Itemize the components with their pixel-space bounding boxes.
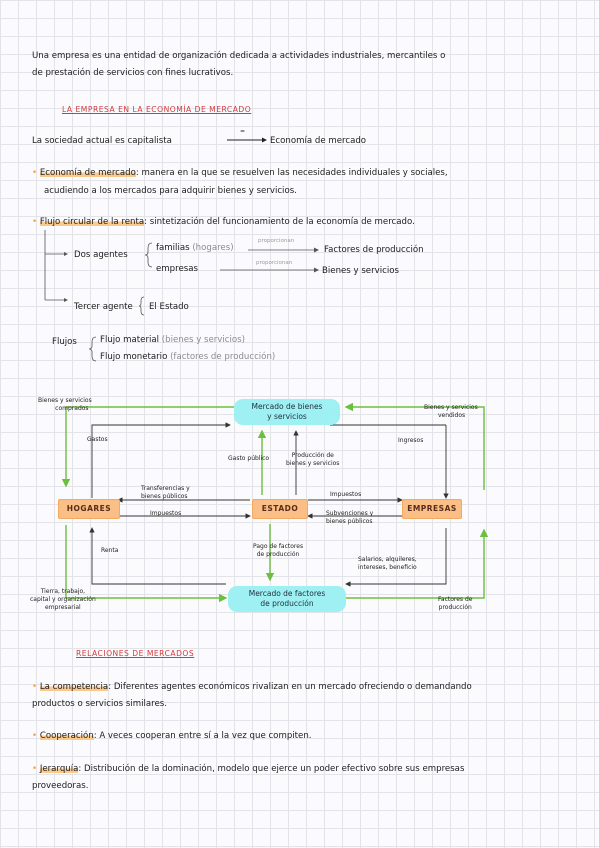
bullet-text: : sintetización del funcionamiento de la…: [144, 217, 415, 227]
bienes-vendidos-l2: vendidos: [438, 412, 466, 419]
proporcionan-label-2: proporcionan: [256, 260, 293, 266]
familias-text: familias: [156, 243, 190, 253]
tercer-agente-label: Tercer agente: [74, 302, 133, 312]
mercado-factores-line1: Mercado de factores: [248, 589, 326, 598]
tierra-l2: capital y organización: [30, 596, 96, 603]
impuestos-left-label: Impuestos: [150, 510, 182, 517]
mercado-factores-line2: de producción: [260, 599, 314, 608]
salarios-label: Salarios, alquileres, intereses, benefic…: [358, 556, 417, 572]
mercado-bienes-line2: y servicios: [267, 412, 307, 421]
bienes-comprados-label: Bienes y servicios comprados: [38, 397, 92, 413]
hogares-box: HOGARES: [58, 499, 120, 519]
empresas-label: empresas: [156, 264, 198, 274]
bullet-dot: •: [32, 731, 40, 741]
produccion-l1: Producción de: [291, 452, 334, 459]
tierra-label: Tierra, trabajo, capital y organización …: [30, 588, 96, 612]
pago-factores-label: Pago de factores de producción: [253, 543, 303, 559]
flujos-label: Flujos: [52, 337, 77, 347]
tierra-l1: Tierra, trabajo,: [40, 588, 86, 595]
bullet-text: : Diferentes agentes económicos rivaliza…: [108, 682, 472, 692]
produccion-l2: bienes y servicios: [286, 460, 340, 467]
transferencias-l1: Transferencias y: [141, 485, 190, 492]
bullet-competencia: • La competencia: Diferentes agentes eco…: [32, 680, 472, 694]
bienes-comprados-l1: Bienes y servicios: [38, 397, 92, 404]
subvenciones-l2: bienes públicos: [326, 518, 373, 525]
bullet-dot: •: [32, 217, 40, 227]
bullet-term: La competencia: [39, 682, 109, 692]
bullet-term: Flujo circular de la renta: [39, 217, 145, 227]
renta-label: Renta: [101, 547, 119, 554]
bullet-jerarquia: • Jerarquía: Distribución de la dominaci…: [32, 762, 464, 776]
bullet-term: Economía de mercado: [39, 168, 136, 178]
impuestos-right-label: Impuestos: [330, 491, 362, 498]
flujo-material-term: Flujo material: [100, 335, 160, 345]
subvenciones-label: Subvenciones y bienes públicos: [326, 510, 373, 526]
mercado-factores-box: Mercado de factores de producción: [228, 586, 346, 612]
el-estado-label: El Estado: [149, 302, 189, 312]
intro-line-1: Una empresa es una entidad de organizaci…: [32, 51, 446, 61]
bullet-dot: •: [32, 764, 40, 774]
gasto-publico-label: Gasto público: [228, 455, 270, 462]
flujo-material-detail: (bienes y servicios): [161, 335, 245, 345]
tierra-l3: empresarial: [45, 604, 81, 611]
salarios-l2: intereses, beneficio: [358, 564, 417, 571]
pago-factores-l2: de producción: [256, 551, 300, 558]
factores-prod-l2: producción: [438, 604, 472, 611]
intro-line-2: de prestación de servicios con fines luc…: [32, 68, 234, 78]
society-result: Economía de mercado: [270, 136, 367, 146]
empresas-box: EMPRESAS: [402, 499, 462, 519]
bullet-economia-mercado: • Economía de mercado: manera en la que …: [32, 166, 448, 180]
bienes-comprados-l2: comprados: [55, 405, 89, 412]
society-text: La sociedad actual es capitalista: [32, 136, 172, 146]
mercado-bienes-box: Mercado de bienes y servicios: [234, 399, 340, 425]
factores-prod-l1: Factores de: [438, 596, 473, 603]
transferencias-label: Transferencias y bienes públicos: [141, 485, 190, 501]
transferencias-l2: bienes públicos: [141, 493, 188, 500]
bienes-servicios-label: Bienes y servicios: [322, 266, 399, 276]
bullet-flujo-circular: • Flujo circular de la renta: sintetizac…: [32, 215, 415, 229]
bienes-vendidos-label: Bienes y servicios vendidos: [424, 404, 478, 420]
dos-agentes-label: Dos agentes: [74, 250, 128, 260]
estado-box: ESTADO: [252, 499, 308, 519]
gastos-label: Gastos: [87, 436, 108, 443]
bullet-dot: •: [32, 168, 40, 178]
ingresos-label: Ingresos: [398, 437, 424, 444]
salarios-l1: Salarios, alquileres,: [358, 556, 417, 563]
subvenciones-l1: Subvenciones y: [326, 510, 374, 517]
factores-produccion-label: Factores de producción: [324, 245, 424, 255]
flujo-material: Flujo material (bienes y servicios): [100, 333, 245, 347]
bullet-text: : Distribución de la dominación, modelo …: [78, 764, 465, 774]
bullet-economia-mercado-cont: acudiendo a los mercados para adquirir b…: [44, 186, 297, 196]
bullet-cooperacion: • Cooperación: A veces cooperan entre sí…: [32, 729, 312, 743]
flujo-monetario-detail: (factores de producción): [170, 352, 276, 362]
proporcionan-label-1: proporcionan: [258, 238, 295, 244]
bullet-term: Cooperación: [39, 731, 94, 741]
familias-label: familias (hogares): [156, 241, 234, 255]
flujo-monetario: Flujo monetario (factores de producción): [100, 350, 275, 364]
bullet-jerarquia-cont: proveedoras.: [32, 781, 89, 791]
mercado-bienes-line1: Mercado de bienes: [251, 402, 323, 411]
bullet-competencia-cont: productos o servicios similares.: [32, 699, 167, 709]
bullet-term: Jerarquía: [39, 764, 79, 774]
factores-prod-label: Factores de producción: [438, 596, 472, 612]
equals-sign: =: [240, 128, 246, 135]
hogares-text: (hogares): [192, 243, 234, 253]
produccion-label: Producción de bienes y servicios: [286, 452, 339, 468]
bienes-vendidos-l1: Bienes y servicios: [424, 404, 478, 411]
bullet-dot: •: [32, 682, 40, 692]
section-heading-empresa: LA EMPRESA EN LA ECONOMÍA DE MERCADO: [62, 105, 252, 114]
pago-factores-l1: Pago de factores: [253, 543, 304, 550]
bullet-text: : A veces cooperan entre sí a la vez que…: [93, 731, 312, 741]
flujo-monetario-term: Flujo monetario: [100, 352, 168, 362]
bullet-text: : manera en la que se resuelven las nece…: [135, 168, 448, 178]
section-heading-relaciones: RELACIONES DE MERCADOS: [76, 649, 195, 658]
